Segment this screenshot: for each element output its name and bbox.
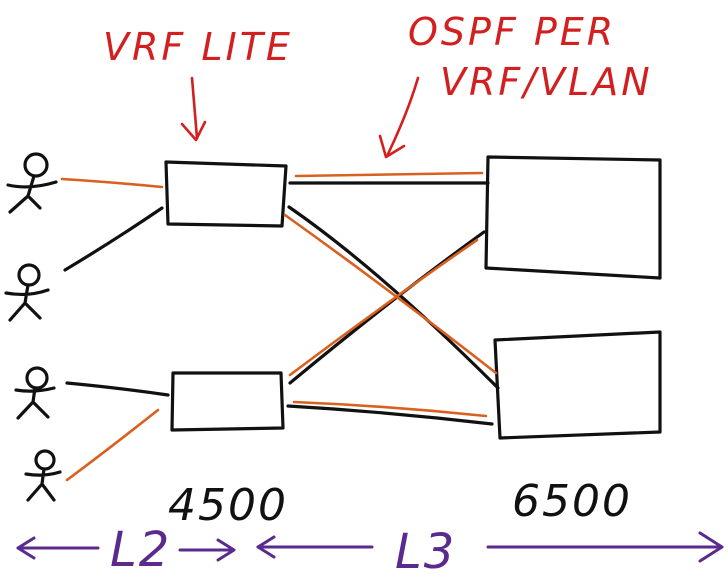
l3-label: L3 [395,524,456,580]
user-icon-3 [14,366,56,420]
core-switch-1 [484,155,662,280]
uplink-a1-c2-vrf [283,213,498,375]
user-icon-1 [6,152,58,214]
user-icon-2 [4,263,50,322]
vrf-lite-label: VRF LITE [103,25,293,69]
l2-left-arrow-icon [16,536,100,560]
access-device-label: 4500 [168,480,288,531]
access-switch-1 [164,160,288,228]
uplink-a1-c1-vrf [294,171,484,178]
l2-label: L2 [110,522,171,578]
link-user4-access2 [65,408,160,482]
uplink-a1-c2-default [287,205,500,390]
l3-right-arrow-icon [486,531,724,563]
link-user3-access2 [65,381,170,397]
uplink-a2-c1-vrf [288,238,479,377]
l3-left-arrow-icon [256,535,374,559]
access-switch-2 [170,371,285,432]
core-switch-2 [493,330,662,440]
link-user2-access1 [63,206,164,272]
ospf-label-line1: OSPF PER [408,10,616,54]
uplink-a2-c2-vrf [292,400,488,418]
link-user1-access1 [60,177,164,189]
ospf-label-line2: VRF/VLAN [440,60,653,104]
l2-right-arrow-icon [178,538,236,562]
user-icon-4 [24,449,62,502]
core-device-label: 6500 [512,476,632,527]
uplink-a2-c2-default [286,404,494,426]
vrf-lite-arrow-icon [180,76,207,142]
ospf-arrow-icon [378,76,420,159]
